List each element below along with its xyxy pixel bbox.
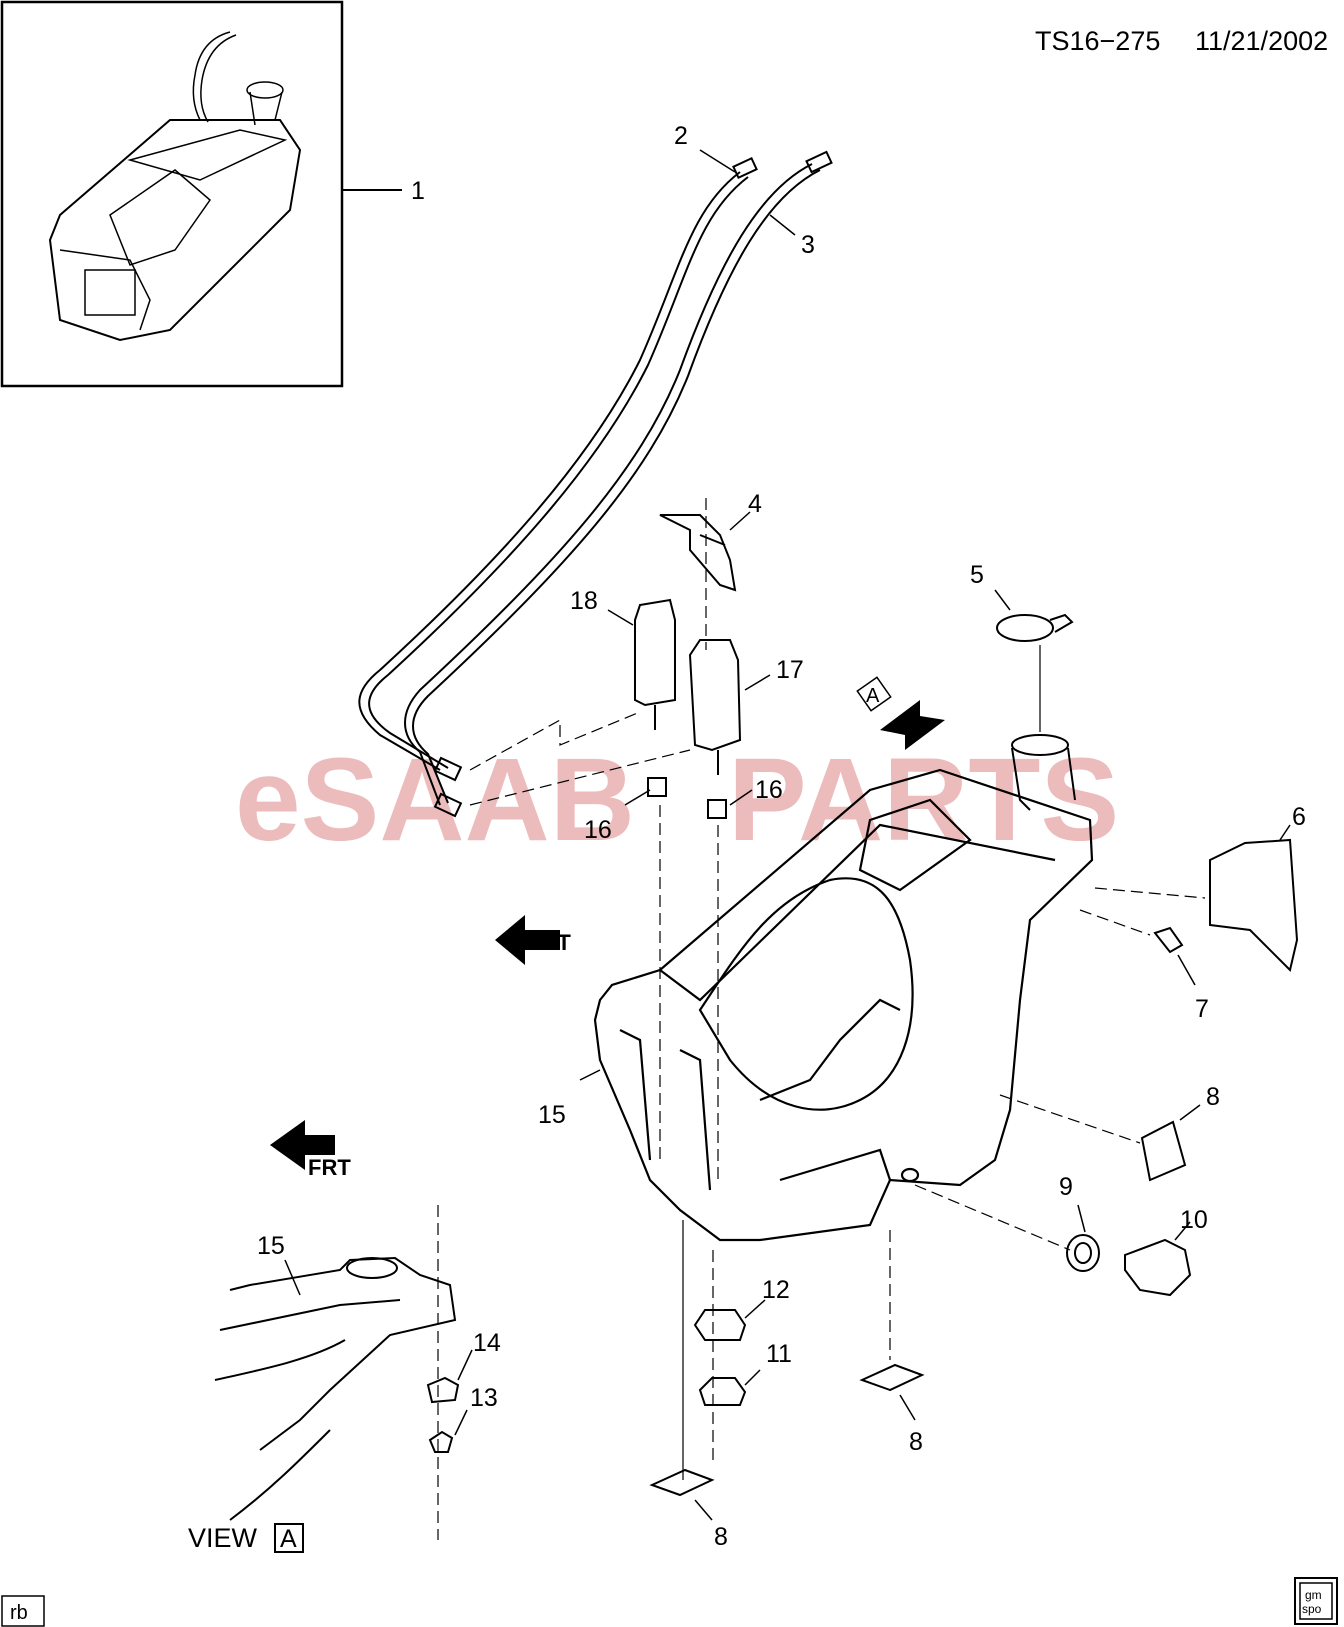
footer-left-tag: rb	[10, 1602, 28, 1624]
callout-9: 9	[1059, 1173, 1073, 1201]
watermark-esaab: eSAAB	[235, 734, 635, 866]
filler-cap-and-neck	[996, 613, 1076, 811]
logo-line1: gm	[1305, 1588, 1322, 1602]
callout-4: 4	[748, 490, 762, 518]
front-direction-arrow-icon: FRT	[495, 915, 571, 965]
view-a-detail	[214, 1256, 460, 1521]
pad-8-bottom	[649, 1468, 715, 1497]
callout-13: 13	[470, 1384, 498, 1412]
inset-assembly-box	[0, 0, 402, 388]
callout-12: 12	[762, 1276, 790, 1304]
drain-parts	[693, 1309, 747, 1406]
pump-bracket	[659, 514, 737, 592]
logo-line2: spo	[1302, 1602, 1322, 1616]
callout-10: 10	[1180, 1206, 1208, 1234]
level-sensor	[1066, 1234, 1192, 1297]
watermark: eSAAB PARTS	[235, 734, 1119, 866]
callout-7: 7	[1195, 995, 1209, 1023]
callout-11: 11	[766, 1340, 792, 1368]
callout-16b: 16	[755, 776, 783, 804]
frt-marker-bottom: FRT	[308, 1155, 351, 1180]
pad-6	[1209, 838, 1299, 972]
front-direction-arrow-icon-lower: FRT	[270, 1120, 351, 1180]
callout-16a: 16	[584, 816, 612, 844]
footer-tag-box	[1, 1595, 45, 1627]
callout-1: 1	[411, 177, 425, 205]
pad-8-lower-right	[859, 1363, 925, 1392]
grommets	[647, 777, 727, 819]
pad-8-right	[1140, 1120, 1187, 1182]
callout-17: 17	[776, 656, 804, 684]
callout-2: 2	[674, 122, 688, 150]
washer-hoses	[358, 150, 833, 818]
diagram-date: 11/21/2002	[1195, 26, 1328, 56]
view-a-arrow-icon: A	[856, 676, 945, 750]
view-marker-letter: A	[866, 685, 880, 707]
callout-8c: 8	[714, 1523, 728, 1551]
callout-14: 14	[473, 1329, 501, 1357]
frt-marker-top: FRT	[528, 930, 571, 955]
callout-8b: 8	[909, 1428, 923, 1456]
gm-spo-logo-icon: gm spo	[1294, 1577, 1338, 1625]
callout-3: 3	[801, 231, 815, 259]
callout-15a: 15	[538, 1101, 566, 1129]
callout-15b: 15	[257, 1232, 285, 1260]
view-label: VIEW	[188, 1523, 258, 1553]
callout-8a: 8	[1206, 1083, 1220, 1111]
washer-pumps	[634, 598, 742, 775]
callout-18: 18	[570, 587, 598, 615]
callout-6: 6	[1292, 803, 1306, 831]
callout-5: 5	[970, 561, 984, 589]
diagram-code: TS16−275	[1035, 26, 1160, 56]
washer-reservoir	[593, 768, 1094, 1242]
watermark-parts: PARTS	[728, 734, 1119, 866]
view-letter: A	[280, 1525, 297, 1553]
clip-7	[1153, 926, 1184, 954]
